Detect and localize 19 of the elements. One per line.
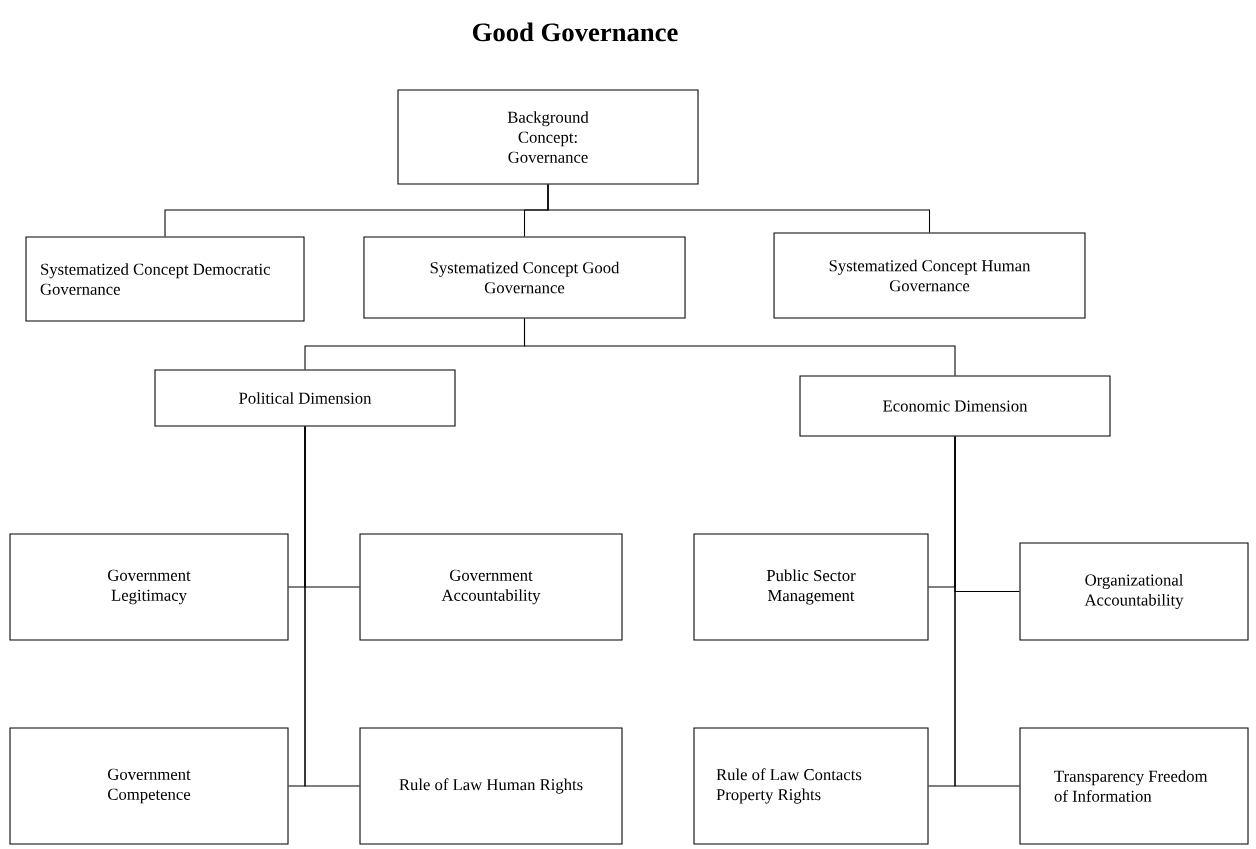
connector-line	[547, 184, 931, 233]
concept-box: Rule of Law Human Rights	[359, 727, 623, 845]
concept-box: Transparency Freedom of Information	[1019, 727, 1249, 845]
concept-box: Political Dimension	[154, 369, 456, 427]
concept-box: Organizational Accountability	[1019, 542, 1249, 641]
concept-box: Systematized Concept Human Governance	[773, 232, 1086, 319]
concept-box: Systematized Concept Good Governance	[363, 236, 686, 319]
concept-box: Government Accountability	[359, 533, 623, 641]
connector-line	[954, 436, 1020, 787]
title: Good Governance	[473, 22, 678, 42]
concept-box: Systematized Concept Democratic Governance	[25, 236, 305, 322]
concept-box: Government Legitimacy	[9, 533, 289, 641]
concept-box: Public Sector Management	[693, 533, 929, 641]
concept-box: Background Concept: Governance	[397, 89, 699, 185]
connector-line	[523, 318, 956, 376]
concept-box: Rule of Law Contacts Property Rights	[693, 727, 929, 845]
concept-box: Government Competence	[9, 727, 289, 845]
connector-line	[304, 426, 360, 787]
concept-box: Economic Dimension	[799, 375, 1111, 437]
